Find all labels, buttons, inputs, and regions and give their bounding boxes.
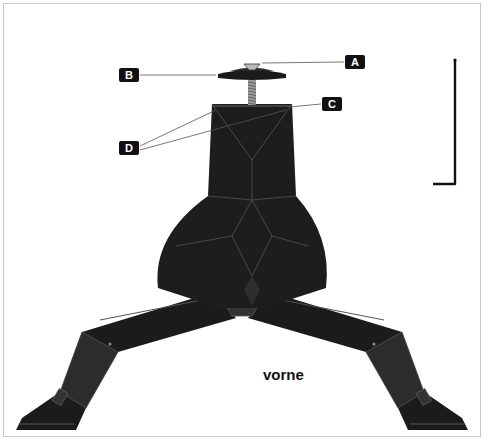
callout-letter: A: [345, 55, 365, 69]
callout-letter: C: [322, 97, 342, 111]
leader-lines: [140, 62, 344, 150]
bolt: [218, 64, 286, 105]
frame: [4, 4, 481, 437]
direction-label: vorne: [263, 366, 304, 383]
callout-letter: B: [119, 68, 139, 82]
allen-key: [433, 60, 455, 184]
stand-legs: [16, 292, 468, 430]
callout-letter: D: [119, 141, 139, 155]
stand-body: [157, 104, 326, 308]
